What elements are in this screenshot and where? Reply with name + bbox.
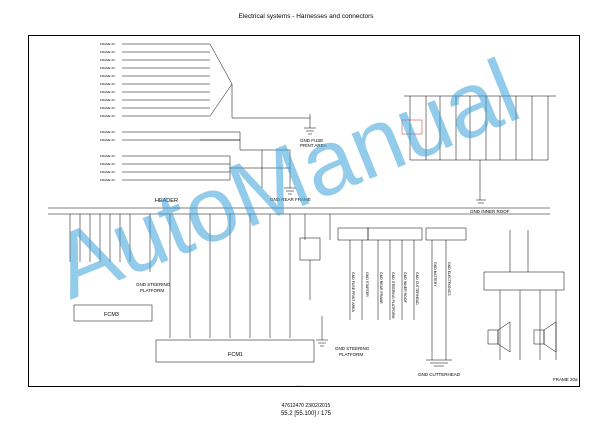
svg-text:FRAME 20: FRAME 20: [100, 154, 115, 158]
connector-c: [425, 227, 467, 241]
fcm3-label: FCM3: [104, 312, 119, 318]
svg-text:FRAME 20: FRAME 20: [100, 130, 115, 134]
gnd-cutterhead-label: GND CUTTERHEAD: [418, 372, 461, 377]
header-bus: [48, 207, 550, 215]
svg-text:FRAME 20: FRAME 20: [100, 42, 115, 46]
ground-symbol-inner-roof: [476, 199, 486, 204]
rotated-label-6: GND CUTTERHEAD: [415, 272, 419, 305]
connector-b: [367, 227, 423, 241]
gnd-inner-roof-label: GND INNER ROOF: [470, 209, 510, 214]
sensor-box: [299, 237, 321, 261]
gnd-fuse-print-area-label-1: GND FUSE: [300, 138, 323, 143]
highlighted-connector: [401, 119, 423, 135]
frame-label: FRAME 20a: [553, 377, 578, 382]
svg-text:FRAME 20: FRAME 20: [100, 58, 115, 62]
svg-text:FRAME 20: FRAME 20: [100, 74, 115, 78]
header-label: HEADER: [155, 198, 178, 204]
page-header-title: Electrical systems - Harnesses and conne…: [238, 13, 374, 20]
speaker-right: [533, 321, 557, 353]
rotated-label-7: GND BATTERY: [433, 262, 437, 287]
gnd-steering-platform-2: PLATFORM: [339, 352, 363, 357]
svg-text:FRAME 20: FRAME 20: [100, 170, 115, 174]
rotated-label-5: GND INNER ROOF: [403, 272, 407, 303]
svg-text:FRAME 20: FRAME 20: [100, 66, 115, 70]
footer-doc-id: 47612470 23/02/2015: [281, 403, 331, 409]
svg-text:FRAME 20: FRAME 20: [100, 138, 115, 142]
ground-symbol-cutterhead: [426, 359, 452, 367]
ground-wire-group-1: [122, 43, 310, 119]
svg-text:FRAME 20: FRAME 20: [100, 90, 115, 94]
fcm1-label: FCM1: [228, 352, 243, 358]
gnd-fuse-print-area-label-2: PRINT AREA: [300, 143, 327, 148]
center-bottom-ref: ........: [296, 383, 303, 387]
fcm3-box: [73, 304, 153, 322]
ground-wire-group-2: [122, 131, 291, 188]
rotated-label-8: GND ELECTRONICS: [447, 262, 451, 296]
rotated-label-2: GND STARTER: [365, 272, 369, 297]
fcm1-box: [155, 339, 315, 363]
svg-text:FRAME 20: FRAME 20: [100, 106, 115, 110]
gnd-rear-frame-label: GND REAR FRAME: [270, 197, 311, 202]
diagram-frame: [28, 35, 580, 387]
svg-text:FRAME 20: FRAME 20: [100, 178, 115, 182]
connector-a: [337, 227, 369, 241]
svg-text:FRAME 20: FRAME 20: [100, 114, 115, 118]
rotated-label-4: GND STEERING PLATFORM: [391, 272, 395, 318]
gnd-steering-platform-1: GND STEERING: [335, 346, 370, 351]
speaker-left: [487, 321, 511, 353]
svg-text:FRAME 20: FRAME 20: [100, 98, 115, 102]
ground-symbol-rear-frame: [284, 187, 296, 195]
svg-text:FRAME 20: FRAME 20: [100, 162, 115, 166]
right-module-box: [483, 271, 565, 291]
header-drops: [69, 214, 331, 338]
ground-symbol-fuse-print-area: [304, 114, 316, 135]
ground-symbol-steering-platform: [316, 316, 328, 347]
svg-text:FRAME 20: FRAME 20: [100, 50, 115, 54]
rotated-label-3: GND REAR FRAME: [379, 272, 383, 304]
footer-page-ref: 55.2 [55.100] / 175: [280, 411, 332, 417]
rotated-label-1: GND FUSE PRINT AREA: [351, 272, 355, 312]
right-top-connectors: [404, 95, 556, 200]
svg-text:FRAME 20: FRAME 20: [100, 82, 115, 86]
gnd-steering-platform-small-2: PLATFORM: [140, 288, 164, 293]
gnd-steering-platform-small-1: GND STEERING: [136, 282, 171, 287]
